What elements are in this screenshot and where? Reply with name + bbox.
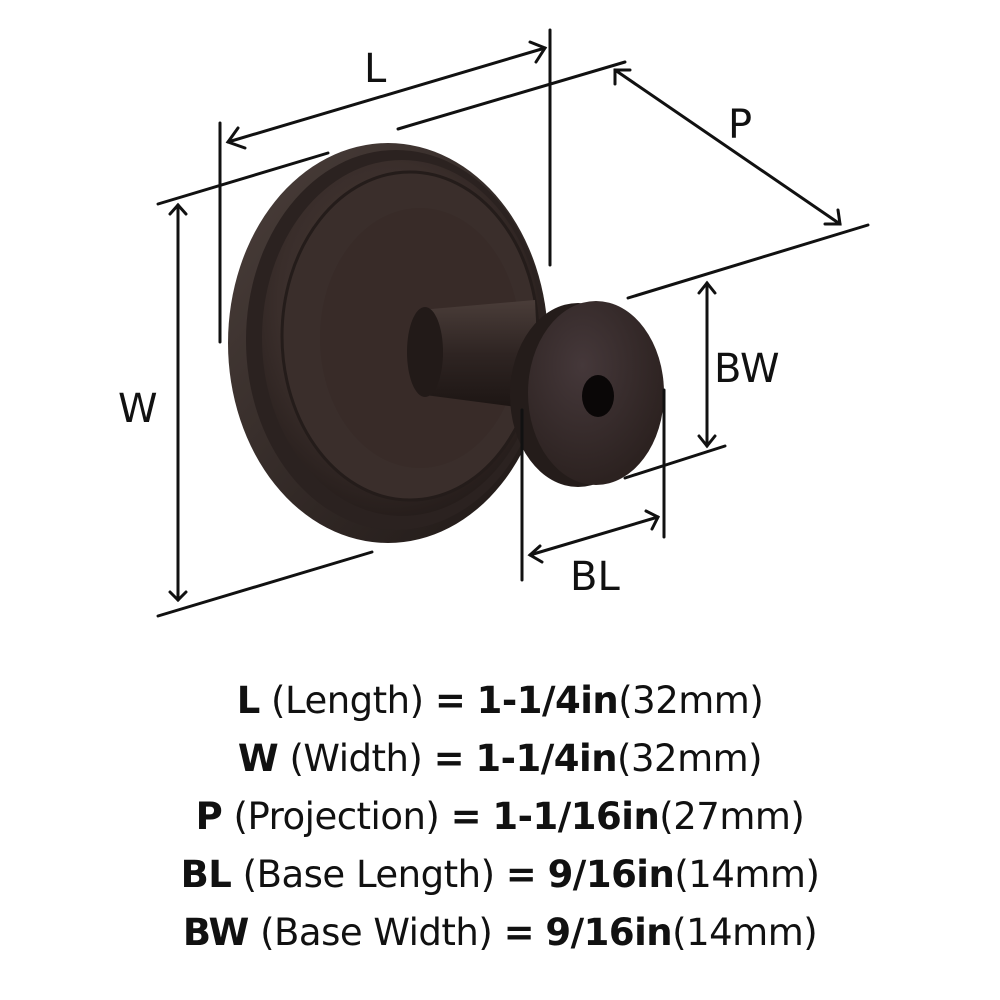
spec-equals: = bbox=[450, 795, 482, 838]
spec-imperial: 1-1/4in bbox=[475, 737, 618, 780]
spec-name: (Width) bbox=[289, 737, 423, 780]
spec-name: (Projection) bbox=[233, 795, 440, 838]
spec-metric: (32mm) bbox=[618, 679, 764, 722]
spec-code: W bbox=[237, 737, 279, 780]
hook-stem bbox=[407, 300, 540, 410]
spec-equals: = bbox=[505, 853, 537, 896]
spec-code: L bbox=[236, 679, 261, 722]
label-W: W bbox=[118, 386, 158, 432]
spec-code: BW bbox=[182, 911, 250, 954]
spec-name: (Base Width) bbox=[260, 911, 493, 954]
spec-row-base-width: BW (Base Width) = 9/16in(14mm) bbox=[0, 904, 1000, 962]
spec-name: (Base Length) bbox=[242, 853, 495, 896]
label-L: L bbox=[364, 46, 387, 92]
spec-code: P bbox=[195, 795, 223, 838]
dimension-specs-list: L (Length) = 1-1/4in(32mm) W (Width) = 1… bbox=[0, 672, 1000, 962]
spec-row-base-length: BL (Base Length) = 9/16in(14mm) bbox=[0, 846, 1000, 904]
spec-code: BL bbox=[180, 853, 232, 896]
dimension-lines bbox=[156, 28, 870, 618]
label-BL: BL bbox=[570, 554, 620, 600]
spec-row-projection: P (Projection) = 1-1/16in(27mm) bbox=[0, 788, 1000, 846]
label-BW: BW bbox=[714, 346, 780, 392]
spec-imperial: 9/16in bbox=[547, 853, 675, 896]
spec-equals: = bbox=[433, 737, 465, 780]
spec-metric: (27mm) bbox=[659, 795, 805, 838]
spec-row-length: L (Length) = 1-1/4in(32mm) bbox=[0, 672, 1000, 730]
label-P: P bbox=[728, 102, 752, 148]
spec-equals: = bbox=[434, 679, 466, 722]
dimension-diagram: L W P BW BL bbox=[118, 28, 870, 618]
spec-metric: (14mm) bbox=[672, 911, 818, 954]
spec-metric: (14mm) bbox=[674, 853, 820, 896]
spec-name: (Length) bbox=[271, 679, 424, 722]
spec-metric: (32mm) bbox=[617, 737, 763, 780]
spec-imperial: 9/16in bbox=[545, 911, 673, 954]
spec-imperial: 1-1/4in bbox=[476, 679, 619, 722]
spec-row-width: W (Width) = 1-1/4in(32mm) bbox=[0, 730, 1000, 788]
spec-imperial: 1-1/16in bbox=[492, 795, 660, 838]
spec-equals: = bbox=[503, 911, 535, 954]
hook-end-cap bbox=[510, 301, 664, 487]
